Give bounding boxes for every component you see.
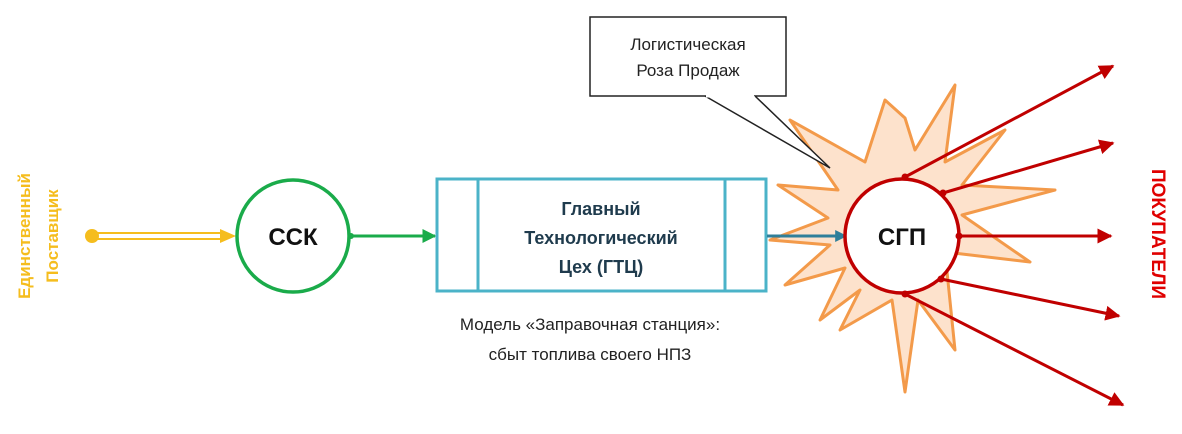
callout-line1: Логистическая xyxy=(630,35,745,54)
caption-line2: сбыт топлива своего НПЗ xyxy=(489,345,692,364)
callout-line2: Роза Продаж xyxy=(636,61,740,80)
supplier-arrow-head xyxy=(220,229,236,243)
caption-line1: Модель «Заправочная станция»: xyxy=(460,315,720,334)
callout-pointer xyxy=(704,95,831,169)
buyer-arrow-2 xyxy=(942,139,1115,195)
gtc-label-line1: Главный xyxy=(561,199,640,219)
gtc-box xyxy=(435,177,768,293)
supplier-label-line1: Единственный xyxy=(15,173,34,299)
sgp-label: СГП xyxy=(878,224,926,251)
supplier-dot xyxy=(85,229,99,243)
gtc-label-line3: Цех (ГТЦ) xyxy=(559,257,644,277)
ssk-label: ССК xyxy=(268,224,318,251)
supplier-label-line2: Поставщик xyxy=(43,189,62,283)
callout-box xyxy=(589,16,787,97)
buyer-arrow-1 xyxy=(904,64,1115,179)
buyer-arrow-5 xyxy=(904,292,1125,407)
buyer-arrow-4 xyxy=(940,277,1121,321)
gtc-label-line2: Технологический xyxy=(524,228,677,248)
buyers-label: ПОКУПАТЕЛИ xyxy=(1147,169,1168,299)
